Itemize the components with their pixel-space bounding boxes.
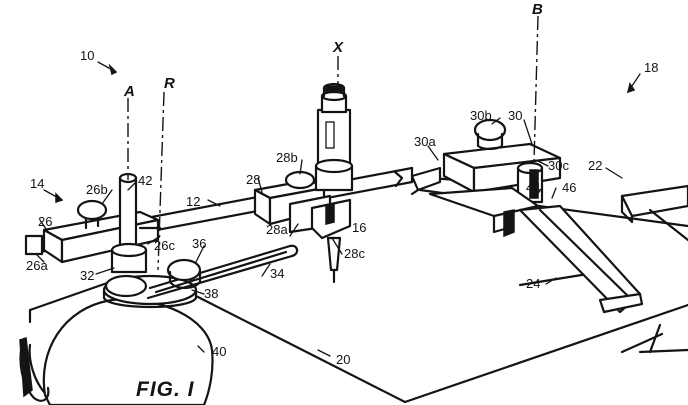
pivot-assembly [102,172,198,309]
ref-36: 36 [192,236,206,251]
ref-38: 38 [204,286,218,301]
ref-28c: 28c [344,246,365,261]
ref-30b: 30b [470,108,492,123]
leader-lines [35,61,641,357]
base-sheet [28,270,688,404]
ref-22: 22 [588,158,602,173]
axis-label-x: X [332,39,344,56]
ref-30: 30 [508,108,522,123]
right-assembly [410,118,688,314]
ref-26b: 26b [86,182,108,197]
ref-26: 26 [38,214,52,229]
ref-26c: 26c [154,238,175,253]
ref-44: 44 [526,180,540,195]
ref-32: 32 [80,268,94,283]
ref-16: 16 [352,220,366,235]
ref-26a: 26a [26,258,48,273]
ref-28a: 28a [266,222,288,237]
ref-28b: 28b [276,150,298,165]
axis-lines [127,15,539,271]
ref-20: 20 [336,352,350,367]
figure-caption: FIG. I [136,378,195,401]
hand-and-disc [19,298,214,405]
ref-46: 46 [562,180,576,195]
ref-42: 42 [138,173,152,188]
axis-label-b: B [532,1,543,18]
ref-30a: 30a [414,134,436,149]
link-arm [146,244,299,300]
ref-30c: 30c [548,158,569,173]
corner-detail [620,323,688,354]
ref-18: 18 [644,60,658,75]
ref-10: 10 [80,48,94,63]
ref-40: 40 [212,344,226,359]
ref-34: 34 [270,266,284,281]
tool-slider-assembly [253,82,354,284]
ref-12: 12 [186,194,200,209]
ref-14: 14 [30,176,44,191]
ref-28: 28 [246,172,260,187]
ref-24: 24 [526,276,540,291]
axis-label-r: R [164,75,175,92]
axis-label-a: A [123,83,135,100]
